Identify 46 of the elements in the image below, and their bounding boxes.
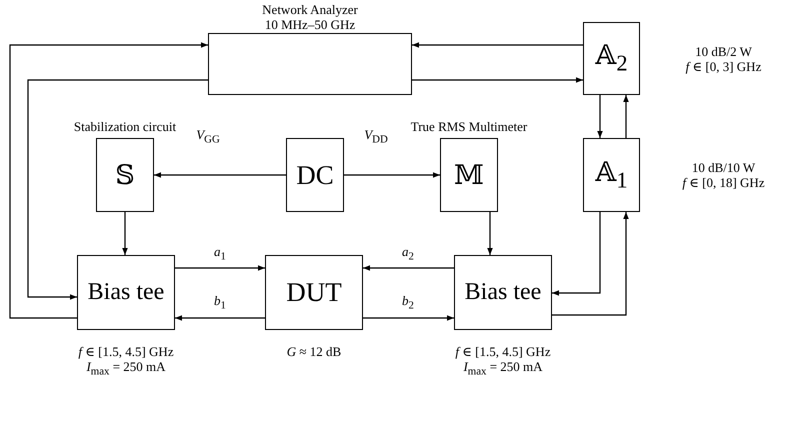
block-box	[265, 255, 363, 330]
block-box	[583, 138, 640, 212]
block-box	[96, 138, 154, 212]
spec-note: 10 dB/2 W	[695, 44, 752, 58]
signal-arrow	[552, 212, 601, 296]
block-label: 𝕊	[115, 160, 135, 190]
spec-note: f ∈ [0, 18] GHz	[682, 175, 765, 190]
signal-arrow	[154, 172, 286, 178]
spec-note: 10 dB/10 W	[692, 160, 756, 175]
spec-note: f ∈ [1.5, 4.5] GHz	[78, 344, 174, 359]
signal-arrow	[27, 79, 208, 300]
signal-arrow	[412, 77, 583, 83]
spec-note: Stabilization circuit	[74, 119, 176, 134]
spec-note: True RMS Multimeter	[410, 119, 528, 134]
block-box	[583, 22, 640, 95]
block-label: 𝔸$_{1}$	[595, 156, 628, 194]
spec-note: f ∈ [0, 3] GHz	[686, 58, 762, 74]
block-box	[440, 138, 498, 212]
spec-note: f ∈ [1.5, 4.5] GHz	[455, 344, 551, 359]
spec-note: I$_{max}$ = 250 mA	[463, 359, 543, 380]
signal-arrow	[363, 315, 454, 321]
signal-arrow	[597, 95, 603, 138]
block-box	[77, 255, 175, 330]
block-box	[286, 138, 344, 212]
spec-note: 10 MHz–50 GHz	[264, 17, 356, 32]
block-label: Bias tee	[464, 279, 542, 306]
signal-arrow	[552, 212, 629, 316]
block-label: Bias tee	[88, 279, 164, 306]
spec-note: I$_{max}$ = 250 mA	[86, 359, 166, 380]
block-label: DUT	[286, 277, 342, 308]
signal-arrow	[344, 172, 440, 178]
block-box	[454, 255, 552, 330]
block-label: 𝕄	[454, 160, 484, 190]
signal-arrow	[487, 212, 493, 255]
signal-arrow	[412, 42, 583, 48]
block-box	[208, 33, 412, 95]
spec-note: G ≈ 12 dB	[286, 344, 342, 359]
signal-arrow	[9, 42, 208, 319]
signal-arrow	[122, 212, 128, 255]
spec-note: Network Analyzer	[262, 2, 358, 17]
signal-arrow	[363, 265, 454, 271]
signal-arrow	[623, 95, 629, 138]
signal-arrow	[175, 265, 265, 271]
signal-arrow	[175, 315, 265, 321]
block-label: DC	[296, 160, 334, 190]
block-label: 𝔸$_{2}$	[595, 40, 628, 77]
